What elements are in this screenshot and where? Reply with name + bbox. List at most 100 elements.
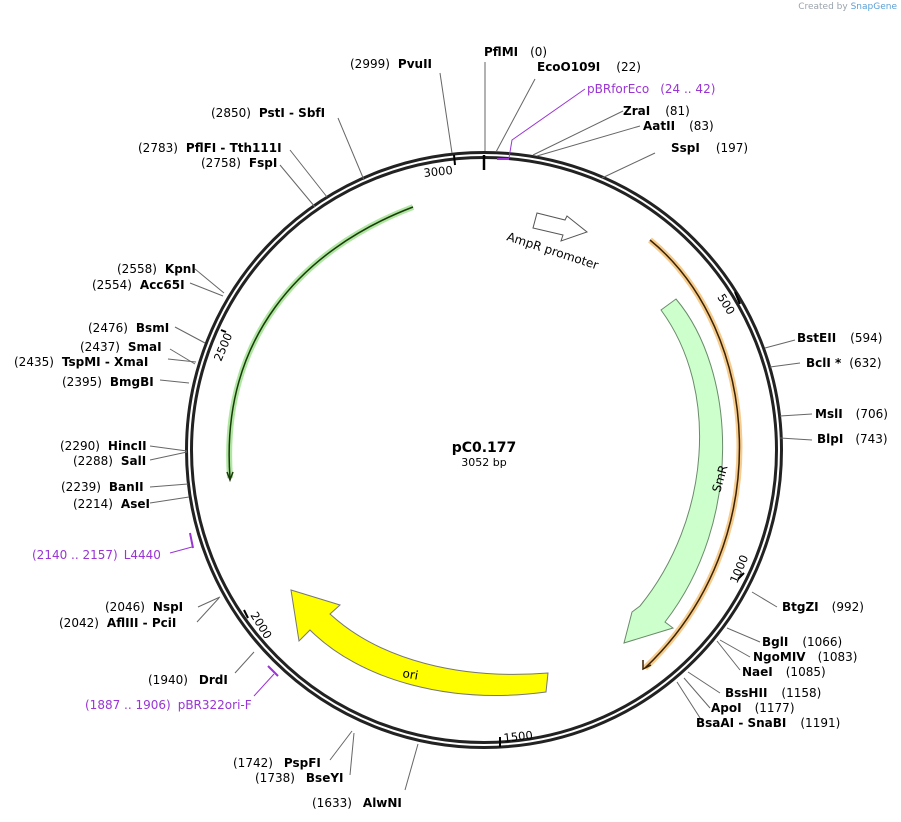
- site-label-naei[interactable]: NaeI (1085): [742, 665, 826, 679]
- tick-mark-500: [734, 291, 741, 305]
- site-pos: (1177): [755, 701, 795, 715]
- site-pos: (632): [849, 356, 881, 370]
- site-label-aatii[interactable]: AatII(83): [643, 119, 714, 133]
- site-name: Acc65I: [140, 278, 185, 292]
- site-name: SspI: [671, 141, 700, 155]
- ampr-promoter-arrow: [532, 212, 589, 242]
- site-name: PstI - SbfI: [259, 106, 325, 120]
- site-label-smai[interactable]: (2437) SmaI: [80, 340, 162, 354]
- site-name: PflFI - Tth111I: [186, 141, 282, 155]
- credit-brand: SnapGene: [850, 2, 897, 12]
- site-name: NaeI: [742, 665, 773, 679]
- site-label-ngomiv[interactable]: NgoMIV (1083): [753, 650, 857, 664]
- site-name: HincII: [108, 439, 147, 453]
- primer-pbr322ori-f[interactable]: (1887 .. 1906)pBR322ori-F: [85, 665, 279, 712]
- site-pos: (992): [832, 600, 864, 614]
- site-label-psti-sbfi[interactable]: (2850)PstI - SbfI: [211, 106, 325, 120]
- site-pos: (1066): [802, 635, 842, 649]
- site-name: NgoMIV: [753, 650, 806, 664]
- tick-mark-1000: [737, 572, 745, 580]
- primer-l4440[interactable]: (2140 .. 2157)L4440: [32, 532, 194, 562]
- site-pos: (81): [665, 104, 690, 118]
- site-name: AlwNI: [363, 796, 402, 810]
- site-label-pflfi-tth111i[interactable]: (2783) PflFI - Tth111I: [138, 141, 282, 155]
- site-label-acc65i[interactable]: (2554) Acc65I: [92, 278, 185, 292]
- site-label-afliii-pcii[interactable]: (2042)AflIII - PciI: [59, 616, 176, 630]
- site-name: PvuII: [398, 57, 432, 71]
- site-label-pspfi[interactable]: (1742)PspFI: [233, 756, 321, 770]
- site-label-fspi[interactable]: (2758)FspI: [201, 156, 277, 170]
- site-labels: PflMI(0) EcoO109I(22) ZraI(81) AatII(83)…: [14, 45, 888, 810]
- site-name: BsaAI - SnaBI: [696, 716, 786, 730]
- site-name: KpnI: [165, 262, 196, 276]
- site-label-pflmi[interactable]: PflMI(0): [484, 45, 547, 59]
- site-label-pvuii[interactable]: (2999)PvuII: [350, 57, 432, 71]
- smr-arrow: [623, 298, 724, 644]
- site-name: SmaI: [128, 340, 162, 354]
- site-label-nspi[interactable]: (2046)NspI: [105, 600, 183, 614]
- site-label-hincii[interactable]: (2290) HincII: [60, 439, 147, 453]
- site-pos: (1738): [255, 771, 295, 785]
- site-label-alwni[interactable]: (1633) AlwNI: [312, 796, 402, 810]
- site-pos: (2290): [60, 439, 100, 453]
- site-name: BseYI: [306, 771, 344, 785]
- tick-label-1000: 1000: [727, 553, 751, 585]
- site-pos: (2395): [62, 375, 102, 389]
- site-name: BclI *: [806, 356, 842, 370]
- site-label-blpi[interactable]: BlpI(743): [817, 432, 888, 446]
- site-name: EcoO109I: [537, 60, 600, 74]
- site-pos: (2554): [92, 278, 132, 292]
- site-pos: (1633): [312, 796, 352, 810]
- primer-pbrforeco[interactable]: pBRforEco(24 .. 42): [497, 82, 715, 160]
- site-pos: (1083): [818, 650, 858, 664]
- site-label-bseyi[interactable]: (1738) BseYI: [255, 771, 344, 785]
- tick-label-500: 500: [714, 291, 738, 317]
- site-label-bsmi[interactable]: (2476)BsmI: [88, 321, 169, 335]
- tick-mark-2000: [243, 609, 249, 619]
- primer-l4440-label: (2140 .. 2157)L4440: [32, 548, 161, 562]
- feature-ampr-promoter[interactable]: AmpR promoter: [505, 212, 600, 272]
- site-label-bsteii[interactable]: BstEII(594): [797, 331, 882, 345]
- site-label-msli[interactable]: MslI(706): [815, 407, 888, 421]
- site-pos: (1085): [786, 665, 826, 679]
- site-label-bcli[interactable]: BclI * (632): [806, 356, 882, 370]
- site-pos: (2214): [73, 497, 113, 511]
- primer-pbr322ori-f-name: pBR322ori-F: [178, 698, 252, 712]
- site-label-bsaai-snabi[interactable]: BsaAI - SnaBI(1191): [696, 716, 840, 730]
- backbone-outer: [185, 151, 783, 749]
- site-leader-lines: [149, 62, 813, 791]
- site-label-asei[interactable]: (2214) AseI: [73, 497, 150, 511]
- primer-pbrforeco-range: (24 .. 42): [660, 82, 715, 96]
- site-label-tspmi-xmai[interactable]: (2435) TspMI - XmaI: [14, 355, 148, 369]
- site-label-sspi[interactable]: SspI(197): [671, 141, 748, 155]
- site-pos: (1742): [233, 756, 273, 770]
- site-pos: (2437): [80, 340, 120, 354]
- plasmid-length: 3052 bp: [461, 456, 506, 469]
- ruler: 500 1000 1500 2000 2500 3000: [211, 154, 751, 747]
- strand-arc-green: [226, 204, 415, 483]
- ori-arrow: [290, 589, 549, 696]
- site-name: AseI: [121, 497, 150, 511]
- site-label-sali[interactable]: (2288)SalI: [73, 454, 146, 468]
- site-name: ApoI: [711, 701, 742, 715]
- site-name: BmgBI: [110, 375, 154, 389]
- site-pos: (2288): [73, 454, 113, 468]
- site-label-btgzi[interactable]: BtgZI(992): [782, 600, 864, 614]
- site-label-apoi[interactable]: ApoI (1177): [711, 701, 795, 715]
- site-label-bgli[interactable]: BglI(1066): [762, 635, 842, 649]
- site-label-drdi[interactable]: (1940)DrdI: [148, 673, 228, 687]
- site-label-bmgbi[interactable]: (2395) BmgBI: [62, 375, 154, 389]
- site-label-ecoo109i[interactable]: EcoO109I(22): [537, 60, 641, 74]
- feature-ori[interactable]: ori: [290, 589, 549, 696]
- site-pos: (2783): [138, 141, 178, 155]
- site-label-zrai[interactable]: ZraI(81): [623, 104, 690, 118]
- site-pos: (2435): [14, 355, 54, 369]
- feature-smr[interactable]: SmR: [623, 298, 731, 644]
- site-label-bsshii[interactable]: BssHII(1158): [725, 686, 821, 700]
- site-name: TspMI - XmaI: [62, 355, 148, 369]
- primer-l4440-name: L4440: [124, 548, 161, 562]
- site-label-banii[interactable]: (2239)BanII: [61, 480, 144, 494]
- site-pos: (1940): [148, 673, 188, 687]
- site-label-kpni[interactable]: (2558)KpnI: [117, 262, 196, 276]
